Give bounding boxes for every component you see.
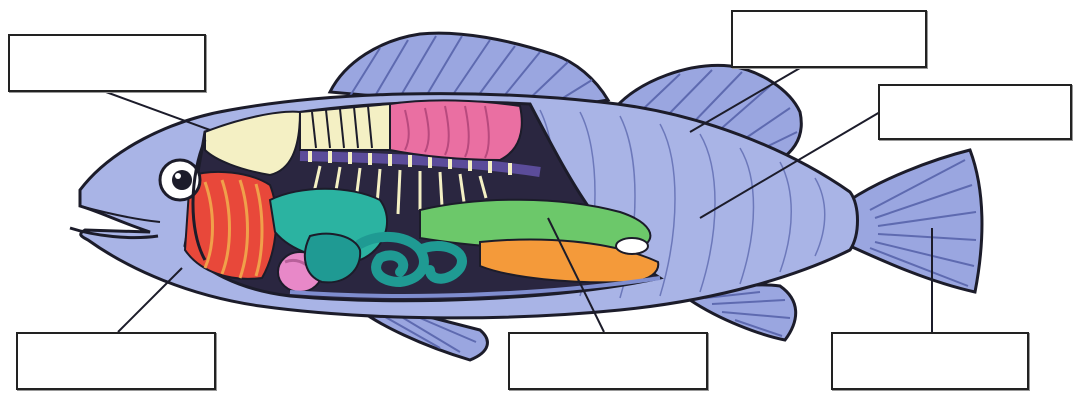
label-box-swim-bladder[interactable]	[508, 332, 708, 390]
leader-line-4	[118, 268, 182, 332]
leader-line-1	[106, 92, 210, 130]
label-box-tail-fin[interactable]	[831, 332, 1029, 390]
label-box-head[interactable]	[8, 34, 206, 92]
label-box-gills[interactable]	[16, 332, 216, 390]
kidney	[390, 100, 522, 160]
label-box-dorsal-fin[interactable]	[731, 10, 927, 68]
label-box-scales[interactable]	[878, 84, 1072, 140]
